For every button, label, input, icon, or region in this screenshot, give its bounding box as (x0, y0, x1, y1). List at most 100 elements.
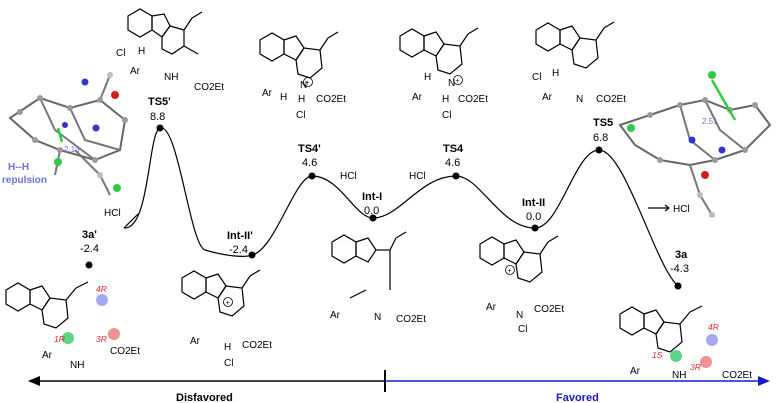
intii-n: N (516, 310, 523, 321)
ts4p-cl: Cl (296, 110, 305, 121)
intiip-cl: Cl (224, 358, 233, 369)
hcl-label-3: HCl (409, 171, 426, 182)
intiip-ar: Ar (190, 336, 201, 347)
label-3a: 3a (675, 249, 688, 261)
hh-distance-right: 2.51 (702, 117, 718, 126)
state-points (85, 124, 682, 290)
ts4-plus: + (456, 78, 460, 85)
ts4-cl: Cl (442, 110, 451, 121)
ts5p-cl: Cl (116, 48, 125, 59)
value-int-ii: 0.0 (526, 211, 541, 223)
ts4-n: N (448, 78, 455, 89)
ts5-n: N (576, 94, 583, 105)
ts5-ester: CO2Et (596, 94, 626, 105)
point-int-ii-prime (248, 251, 256, 259)
point-3a-prime (85, 261, 93, 269)
point-ts4-prime (308, 172, 316, 180)
intiip-ester: CO2Et (242, 340, 272, 351)
value-ts5: 6.8 (593, 132, 608, 144)
stereo-4r-left: 4R (96, 284, 107, 294)
ts4p-h2: H (298, 94, 305, 105)
structure-int-ii: + Ar N CO2Et Cl (479, 235, 564, 335)
point-ts5 (595, 146, 603, 154)
value-3a: -4.3 (670, 263, 689, 275)
ts4p-h: H (280, 92, 287, 103)
structure-int-ii-prime: + Ar H CO2Et Cl (181, 269, 272, 369)
ts5-h: H (552, 68, 559, 79)
inti-n: N (374, 312, 381, 323)
label-int-i: Int-I (362, 191, 382, 203)
direction-axis: Disfavored Favored (28, 370, 770, 403)
hcl-label-4: HCl (673, 204, 690, 215)
3a-ar: Ar (630, 366, 641, 377)
repulsion-label-line1: H--H (8, 162, 29, 173)
inti-ester: CO2Et (396, 314, 426, 325)
ts5p-ar: Ar (130, 66, 141, 77)
label-ts5: TS5 (593, 117, 613, 129)
value-ts4-prime: 4.6 (302, 157, 317, 169)
axis-right-arrowhead (758, 376, 770, 386)
ts5-cl: Cl (532, 72, 541, 83)
stereo-1s-right: 1S (652, 350, 663, 360)
hcl-arrow-left (123, 213, 139, 229)
stereo-1r-left: 1R (54, 334, 65, 344)
value-ts5-prime: 8.8 (150, 111, 165, 123)
ts5-ar: Ar (542, 92, 553, 103)
value-int-i: 0.0 (364, 205, 379, 217)
ts4-ar: Ar (412, 92, 423, 103)
ts4p-ester: CO2Et (316, 94, 346, 105)
ball-stick-model-left: 2.13 (8, 72, 128, 196)
3a-ester: CO2Et (722, 370, 752, 381)
value-int-ii-prime: -2.4 (229, 244, 248, 256)
value-3a-prime: -2.4 (80, 243, 99, 255)
stereo-4r-right: 4R (708, 322, 719, 332)
point-ts4 (452, 172, 460, 180)
axis-label-favored: Favored (556, 392, 599, 403)
point-ts5-prime (156, 124, 164, 132)
ts5p-h: H (138, 46, 145, 57)
label-int-ii-prime: Int-II' (227, 230, 253, 242)
intii-ar: Ar (486, 302, 497, 313)
label-ts4: TS4 (443, 143, 464, 155)
structure-ts4-prime: N Ar H H CO2Et Cl + (259, 31, 346, 121)
hh-contact-right (710, 79, 737, 121)
intii-plus: + (508, 268, 512, 275)
ts4-ester: CO2Et (458, 94, 488, 105)
intiip-plus: + (226, 300, 230, 307)
structure-int-i: Ar N CO2Et (330, 231, 426, 325)
point-int-i (369, 214, 377, 222)
label-3a-prime: 3a' (82, 229, 97, 241)
structure-3a: 4R 1S 3R Ar NH CO2Et (619, 305, 752, 381)
structure-3a-prime: 4R 1R 3R Ar NH CO2Et (5, 281, 140, 371)
hh-distance-left: 2.13 (64, 145, 80, 154)
axis-left-arrowhead (28, 376, 40, 386)
structure-ts5-prime: Cl H Ar NH CO2Et (116, 8, 224, 93)
stereo-3r-left: 3R (96, 334, 107, 344)
intii-cl: Cl (518, 324, 527, 335)
hcl-label-2: HCl (340, 171, 357, 182)
ts4p-plus: + (306, 80, 310, 87)
intii-ester: CO2Et (534, 304, 564, 315)
structure-ts5: Cl H Ar N CO2Et (532, 21, 626, 105)
3ap-nh: NH (70, 360, 84, 371)
ts4p-ar: Ar (262, 88, 273, 99)
ts4p-n: N (300, 80, 307, 91)
axis-label-disfavored: Disfavored (176, 392, 233, 403)
3ap-ester: CO2Et (110, 346, 140, 357)
hcl-label-1: HCl (104, 208, 121, 219)
value-ts4: 4.6 (445, 157, 460, 169)
ts5p-ester: CO2Et (194, 82, 224, 93)
label-ts4-prime: TS4' (298, 143, 321, 155)
structure-ts4: H N Ar H CO2Et Cl + (399, 27, 488, 121)
point-int-ii (531, 224, 539, 232)
hh-contact-left (56, 127, 64, 143)
ts5p-nh: NH (164, 72, 178, 83)
intiip-h: H (224, 342, 231, 353)
repulsion-label-line2: repulsion (2, 175, 47, 186)
ts4-h: H (424, 72, 431, 83)
ball-stick-model-right: 2.51 (618, 71, 772, 218)
inti-ar: Ar (330, 310, 341, 321)
ts4-h2: H (442, 94, 449, 105)
label-ts5-prime: TS5' (148, 96, 171, 108)
